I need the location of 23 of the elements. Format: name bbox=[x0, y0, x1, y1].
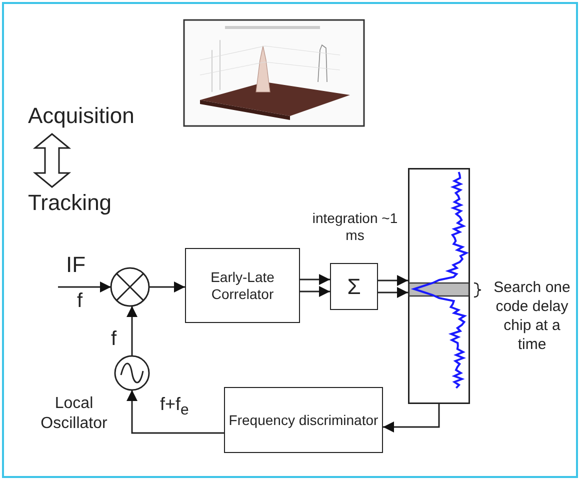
double-arrow bbox=[32, 133, 72, 188]
annotation-text: Search one code delay chip at a time bbox=[492, 278, 572, 354]
annotation-text: integration ~1 ms bbox=[311, 210, 399, 244]
signal-label: f bbox=[77, 290, 83, 313]
stage-label: Acquisition bbox=[28, 103, 134, 129]
process-box: Frequency discriminator bbox=[224, 387, 383, 453]
mixer-symbol bbox=[109, 266, 151, 308]
arrow bbox=[149, 282, 185, 292]
stage-label: Tracking bbox=[28, 190, 112, 216]
process-box: Early-Late Correlator bbox=[185, 248, 300, 323]
arrow bbox=[378, 287, 408, 298]
correlation-plot bbox=[408, 168, 470, 404]
arrow bbox=[378, 275, 408, 286]
arrow bbox=[300, 286, 330, 297]
arrow bbox=[126, 306, 138, 356]
oscillator-symbol bbox=[113, 354, 151, 392]
arrow bbox=[58, 282, 111, 292]
arrow bbox=[126, 390, 224, 434]
arrow bbox=[383, 404, 440, 432]
component-label: Local Oscillator bbox=[40, 394, 108, 434]
summation-box: Σ bbox=[330, 263, 378, 310]
signal-label: IF bbox=[66, 252, 86, 277]
arrow bbox=[300, 274, 330, 285]
